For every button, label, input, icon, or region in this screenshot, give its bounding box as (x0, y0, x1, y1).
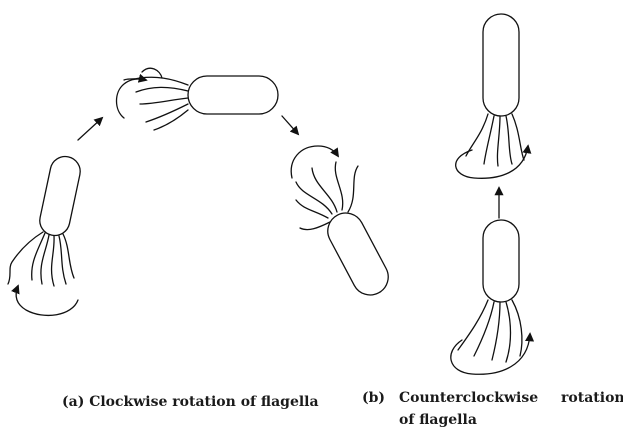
flagella-bundle-icon (458, 300, 522, 362)
caption-a-text: Clockwise rotation of flagella (89, 394, 318, 410)
cell-a2 (117, 68, 279, 130)
flagella-bundle-icon (124, 68, 188, 130)
bacterium-body-icon (37, 154, 83, 238)
bacterium-body-icon (321, 207, 394, 302)
transition-arrow-icon (78, 118, 102, 140)
bacterium-body-icon (483, 220, 519, 302)
bacterium-body-icon (483, 14, 519, 116)
caption-b-line2: of flagella (399, 412, 477, 428)
caption-b-line1: (b)Counterclockwise rotation (362, 390, 623, 406)
rotation-arrow-icon (451, 334, 530, 374)
cell-b2 (451, 220, 530, 374)
caption-b-text-line2: of flagella (399, 412, 477, 428)
caption-a: (a) Clockwise rotation of flagella (62, 394, 319, 410)
bacterium-body-icon (188, 76, 278, 114)
cell-a1 (8, 154, 83, 316)
flagella-bundle-icon (466, 114, 524, 166)
cell-b1 (456, 14, 528, 178)
flagella-bundle-icon (8, 232, 74, 286)
caption-b-label: (b) (362, 390, 399, 406)
rotation-arrow-icon (117, 79, 147, 118)
flagella-bundle-icon (296, 162, 358, 230)
transition-arrow-icon (282, 116, 298, 134)
rotation-arrow-icon (291, 146, 338, 178)
rotation-arrow-icon (456, 146, 528, 178)
cell-a3 (291, 146, 394, 301)
caption-b-text-line1: Counterclockwise rotation (399, 390, 623, 406)
rotation-arrow-icon (16, 286, 78, 315)
caption-a-label: (a) (62, 394, 84, 410)
